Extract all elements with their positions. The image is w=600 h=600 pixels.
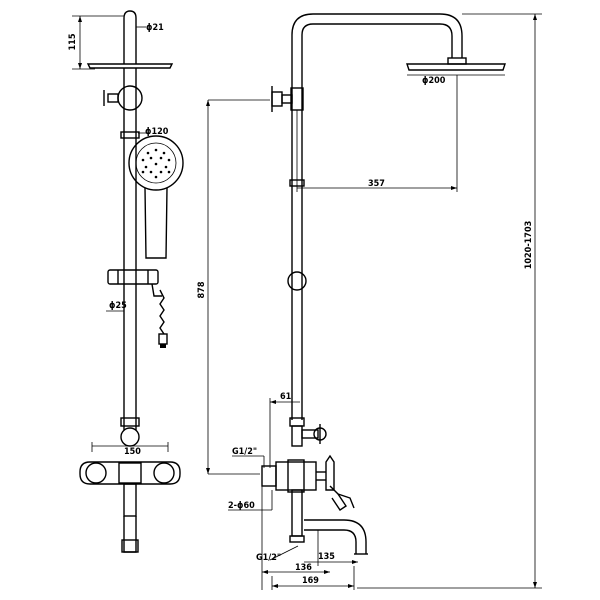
dimension-riser-height: 878 [197,99,270,475]
label-slide-bar-diameter: ϕ25 [109,301,127,311]
label-arm-reach: 357 [368,179,385,189]
label-inlet-diameter: 2-ϕ60 [228,501,255,511]
riser-front [103,68,143,430]
label-head-height: 115 [68,33,78,50]
label-overall-depth: 169 [302,576,319,586]
dimension-head-height: 115 [68,15,124,70]
dimension-body-width: 136 [261,466,330,590]
dimension-overall-depth: 169 [271,566,355,590]
slider-bracket [107,269,159,285]
label-arm-diameter: ϕ21 [146,23,164,33]
diverter-side [301,424,327,444]
riser-side [271,86,307,447]
front-view: 115 ϕ21 [68,10,184,553]
side-view: ϕ200 357 1020-1703 878 [197,13,542,590]
dimension-total-height: 1020-1703 [357,13,542,589]
shower-arm-side [291,13,463,110]
inlet-bottom: G1/2" [256,545,299,563]
label-total-height: 1020-1703 [524,221,534,269]
dimension-spout-reach: 135 [304,552,358,564]
dimension-slide-bar: ϕ25 [106,301,127,312]
label-inlet-thread-top: G1/2" [232,447,257,457]
mixer-side [261,454,355,511]
hose-front [151,283,168,348]
label-riser-height: 878 [197,281,207,298]
label-body-width: 136 [295,563,312,573]
label-spout-reach: 135 [318,552,335,562]
inlet-top: G1/2" [232,447,265,468]
rain-head-side: ϕ200 [406,57,506,86]
inlet-diameter: 2-ϕ60 [228,490,273,511]
spout-side [289,489,368,566]
dimension-mixer-offset: 61 [269,392,300,468]
hand-shower-front: ϕ120 [128,127,184,259]
label-inlet-thread-bottom: G1/2" [256,553,281,563]
label-mixer-offset: 61 [280,392,292,402]
shower-arm-top: ϕ21 [123,10,164,58]
dimension-arm-reach: 357 [296,75,458,192]
mixer-front: 150 [79,427,181,553]
rain-head-front [86,58,174,69]
hand-shower-nozzles [141,148,171,179]
label-hand-shower-diameter: ϕ120 [145,127,169,137]
label-mixer-centers: 150 [124,447,141,457]
label-head-diameter: ϕ200 [422,76,446,86]
